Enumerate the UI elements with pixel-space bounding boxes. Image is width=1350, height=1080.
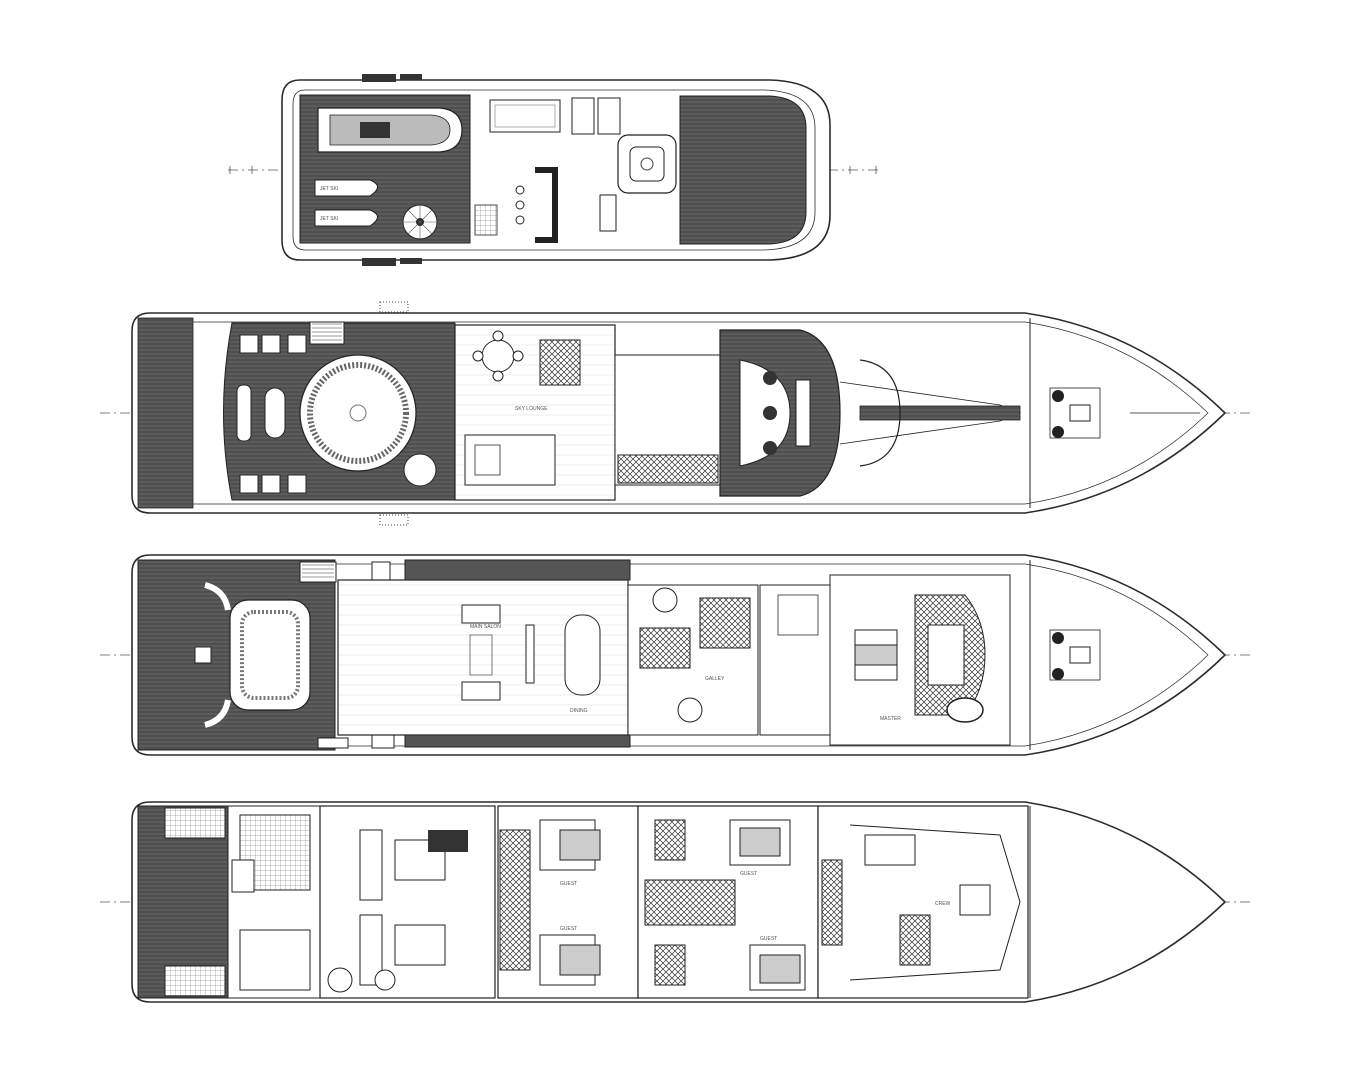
svg-text:GUEST: GUEST [740,871,757,877]
lower-deck-plan: GUEST GUEST GUEST GUEST CREW [100,801,1250,1003]
master-label: MASTER [880,716,901,722]
bridge-deck-aft-teak [137,317,194,509]
jet-ski-1: JET SKI [314,179,378,197]
sun-lounger-1 [571,97,595,135]
svg-text:CREW: CREW [935,901,951,907]
sun-deck-spiral-stair [402,204,438,240]
jet-ski-2: JET SKI [314,209,378,227]
main-deck-plan: MAIN SALON DINING GALLEY MASTER [100,554,1250,756]
dining-label: DINING [570,708,588,714]
bridge-deck-anchor-windlass [1049,387,1101,439]
sun-lounger-2 [597,97,621,135]
bridge-deck-plan: SKY LOUNGE [100,301,1250,526]
svg-text:GUEST: GUEST [760,936,777,942]
crew-quarters [817,805,1029,999]
sky-lounge-label: SKY LOUNGE [515,406,548,412]
svg-text:GUEST: GUEST [560,881,577,887]
svg-text:JET SKI: JET SKI [320,216,338,222]
galley-label: GALLEY [705,676,725,682]
guest-cabins: GUEST GUEST GUEST GUEST [497,805,819,999]
sun-deck-jacuzzi [617,134,677,194]
svg-text:JET SKI: JET SKI [320,186,338,192]
sun-deck-sofa [489,99,561,133]
main-deck-anchor-windlass [1049,629,1101,681]
sun-deck-plan: JET SKI JET SKI [228,74,880,266]
bridge-deck-circular-lounge [299,354,417,472]
sun-deck-bar [535,167,558,243]
sun-deck-foredeck-pad [679,95,807,245]
main-salon-label: MAIN SALON [470,624,501,630]
svg-text:GUEST: GUEST [560,926,577,932]
